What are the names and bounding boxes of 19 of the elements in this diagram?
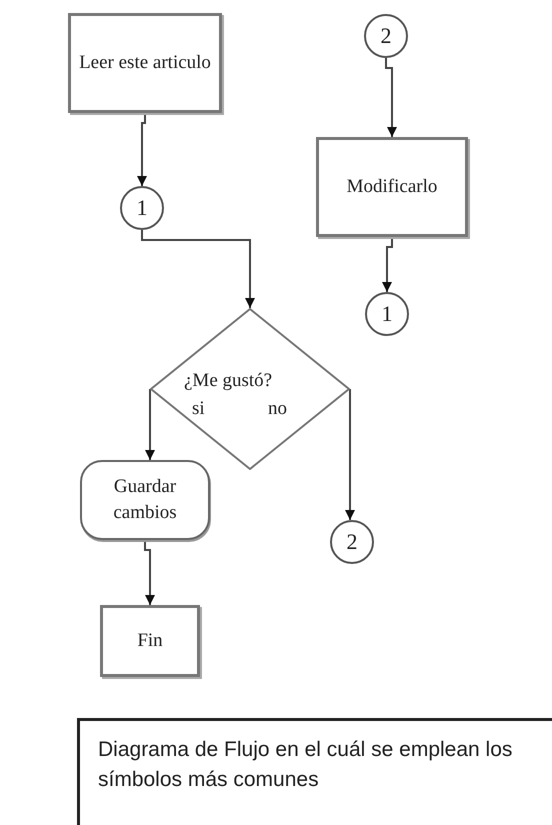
arrow xyxy=(137,113,147,186)
process-box: Fin xyxy=(100,605,200,677)
process-box: Leer este articulo xyxy=(68,13,222,113)
decision-text: ¿Me gustó? xyxy=(184,369,272,393)
arrow xyxy=(382,237,393,292)
branch-label: si xyxy=(192,397,205,421)
branch-label: no xyxy=(268,397,287,421)
connector-circle: 1 xyxy=(365,292,409,336)
arrow xyxy=(345,389,355,520)
connector-circle: 2 xyxy=(364,14,408,58)
arrow xyxy=(141,230,255,308)
arrow xyxy=(385,58,397,137)
process-box: Modificarlo xyxy=(316,137,468,237)
terminal-box: Guardar cambios xyxy=(80,460,210,540)
arrow xyxy=(144,540,155,605)
connector-circle: 2 xyxy=(330,520,374,564)
connector-circle: 1 xyxy=(120,186,164,230)
caption: Diagrama de Flujo en el cuál se emplean los símbolos más comunes xyxy=(77,718,552,825)
arrow xyxy=(145,389,155,460)
